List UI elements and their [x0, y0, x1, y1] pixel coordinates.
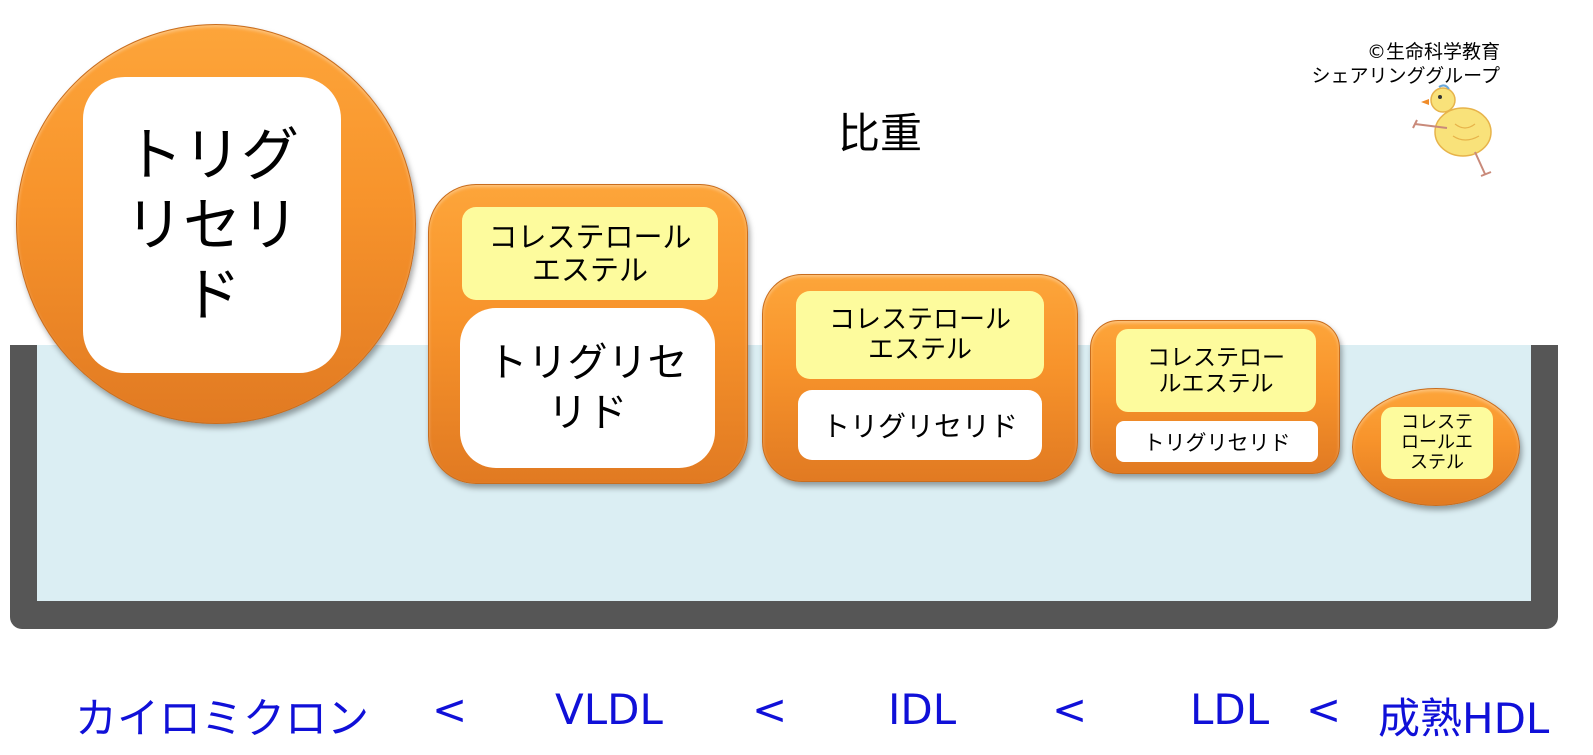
cholesterol-ester-layer: コレステロールエステル — [1381, 407, 1493, 479]
cholesterol-ester-layer: コレステロールエステル — [462, 207, 718, 300]
particle-chylomicron: トリグリセリド — [16, 24, 416, 424]
cholesterol-ester-layer: コレステロールエステル — [796, 291, 1044, 379]
particle-vldl: コレステロールエステル トリグリセリド — [428, 184, 748, 484]
diagram-title: 比重 — [837, 109, 922, 158]
less-than-2: < — [752, 685, 788, 734]
less-than-1: < — [432, 685, 468, 734]
label-hdl: 成熟HDL — [1378, 694, 1550, 743]
triglyceride-core: トリグリセリド — [83, 77, 341, 373]
triglyceride-core: トリグリセリド — [1116, 421, 1318, 462]
label-vldl: VLDL — [555, 685, 663, 734]
label-idl: IDL — [888, 685, 957, 734]
particle-ldl: コレステロールエステル トリグリセリド — [1090, 320, 1340, 474]
triglyceride-core: トリグリセリド — [460, 308, 715, 468]
credit-text: ©生命科学教育 シェアリンググループ — [1270, 40, 1500, 88]
label-chylomicron: カイロミクロン — [75, 694, 370, 743]
credit-line-2: シェアリンググループ — [1311, 65, 1500, 87]
particle-hdl: コレステロールエステル — [1352, 388, 1520, 506]
triglyceride-core: トリグリセリド — [798, 390, 1042, 460]
label-ldl: LDL — [1190, 685, 1270, 734]
cholesterol-ester-layer: コレステロールエステル — [1116, 329, 1316, 412]
particle-idl: コレステロールエステル トリグリセリド — [762, 274, 1078, 482]
credit-line-1: ©生命科学教育 — [1366, 41, 1500, 63]
chick-icon — [1412, 84, 1492, 177]
less-than-3: < — [1052, 685, 1088, 734]
less-than-4: < — [1306, 685, 1342, 734]
